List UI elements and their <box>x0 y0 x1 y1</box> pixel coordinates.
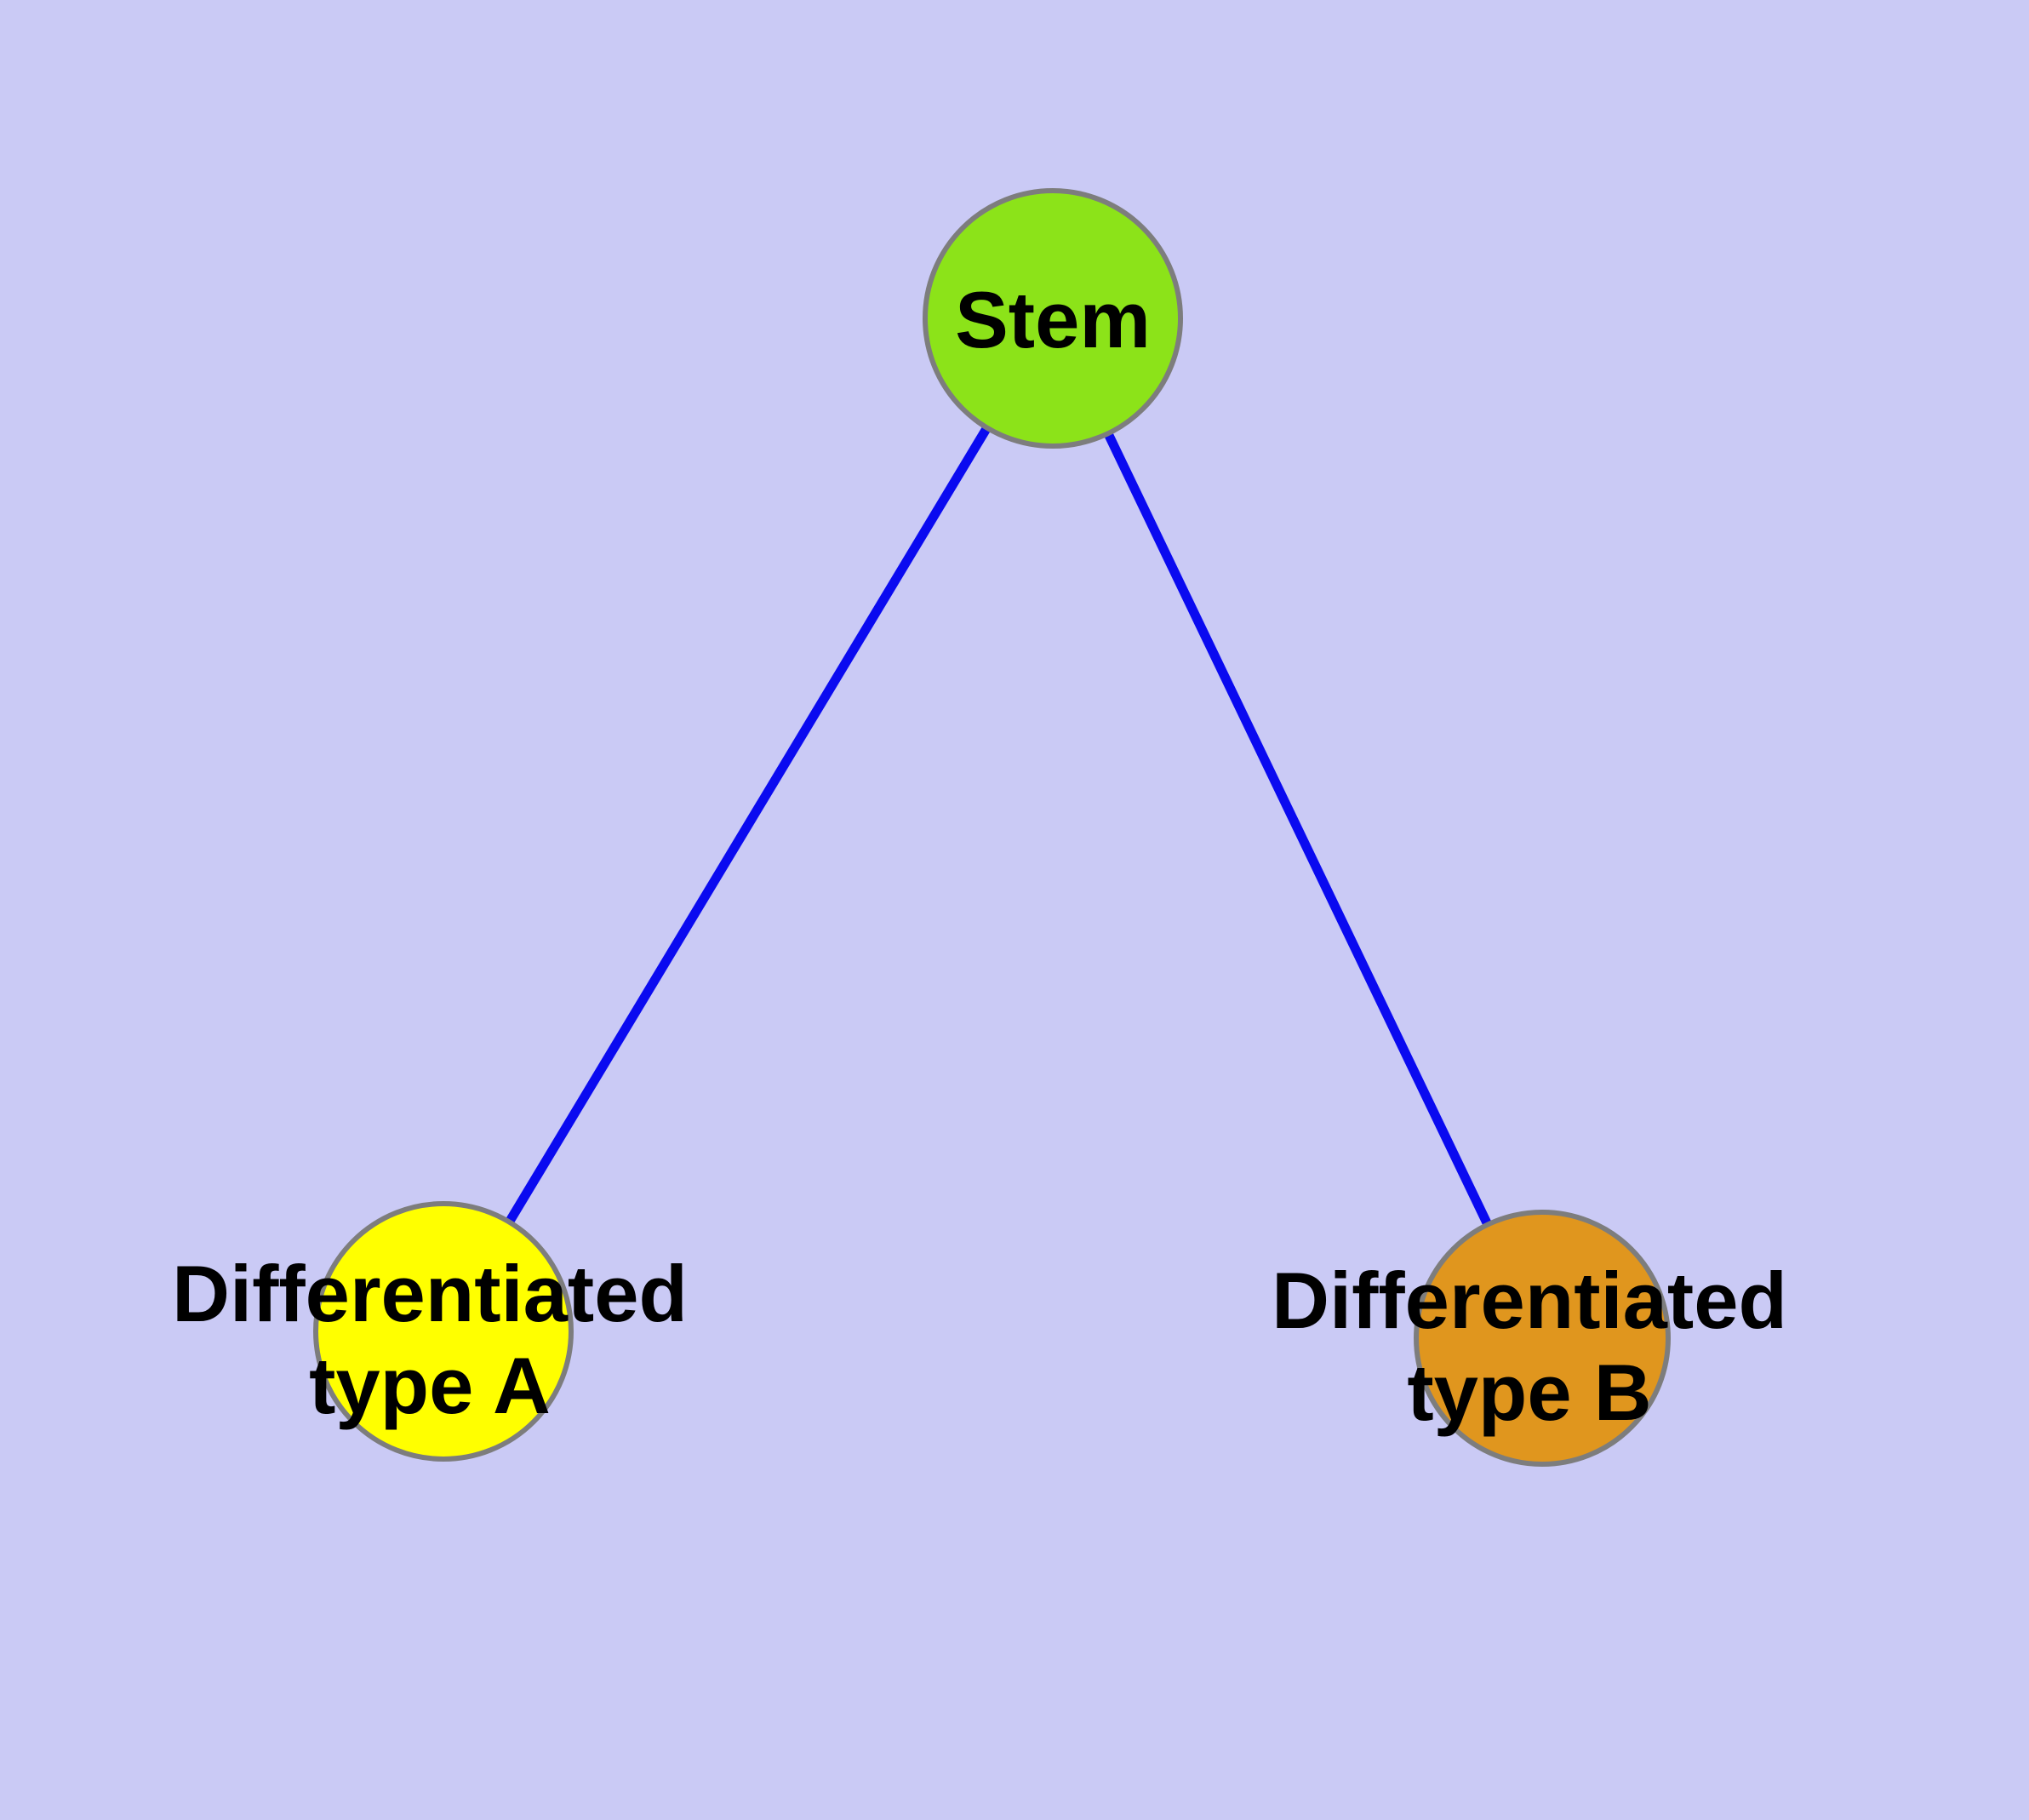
node-stem-label: Stem <box>955 275 1151 364</box>
node-stem-circle <box>923 188 1183 449</box>
edge-stem-to-type-b <box>1049 316 1546 1341</box>
node-type-a-circle <box>313 1201 574 1462</box>
node-type-b-circle <box>1414 1210 1671 1467</box>
edge-stem-to-type-a <box>439 316 1057 1334</box>
node-type-b-label: Differentiated type B <box>1272 1256 1787 1437</box>
node-type-a-label: Differentiated type A <box>172 1249 688 1430</box>
